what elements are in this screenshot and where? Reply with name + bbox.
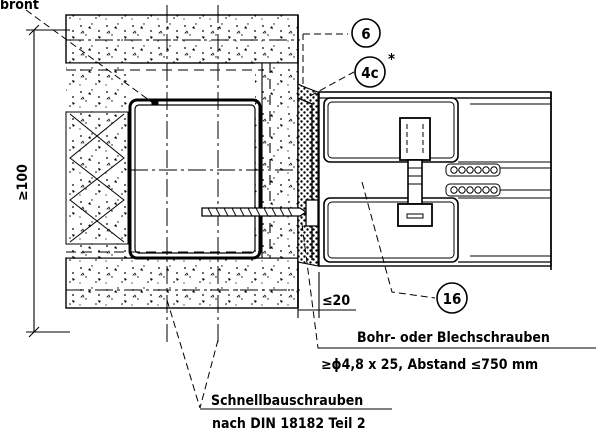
masonry-bottom xyxy=(65,257,299,309)
callout-16: 16 xyxy=(361,181,468,314)
steel-stud xyxy=(128,98,262,260)
drywall-note: Schnellbauschrauben nach DIN 18182 Teil … xyxy=(200,393,392,432)
plasterboard-layers xyxy=(66,62,298,259)
top-left-label: bront xyxy=(0,0,39,13)
dimension-height xyxy=(26,24,70,338)
leader-screw-note xyxy=(301,223,342,349)
screw-note-line2: ≥ϕ4,8 x 25, Abstand ≤750 mm xyxy=(321,357,538,373)
screw-note: Bohr- oder Blechschrauben ≥ϕ4,8 x 25, Ab… xyxy=(320,330,596,373)
callout-6-label: 6 xyxy=(361,25,370,43)
centre-lines xyxy=(66,5,300,345)
dimension-height-label: ≥100 xyxy=(15,164,31,201)
leader-top-left xyxy=(25,9,154,104)
drywall-note-line2: nach DIN 18182 Teil 2 xyxy=(212,416,366,432)
callout-16-label: 16 xyxy=(443,290,462,308)
anchor-bolt xyxy=(397,117,433,227)
leader-drywall-note xyxy=(166,299,219,409)
callout-4c-mark: * xyxy=(388,50,395,68)
screw-note-line1: Bohr- oder Blechschrauben xyxy=(357,330,550,346)
masonry-top xyxy=(65,14,299,64)
frame-profile xyxy=(318,91,552,270)
callout-4c-label: 4c xyxy=(361,64,378,82)
dimension-gap-label: ≤20 xyxy=(322,293,350,309)
fixing-screw xyxy=(201,199,319,227)
sealant-joint xyxy=(297,83,319,267)
callout-4c: 4c * xyxy=(309,50,395,97)
insulation xyxy=(65,111,129,245)
gaskets xyxy=(445,163,501,197)
drywall-note-line1: Schnellbauschrauben xyxy=(211,393,363,409)
dimension-gap xyxy=(297,272,356,318)
callout-6: 6 xyxy=(302,18,381,84)
